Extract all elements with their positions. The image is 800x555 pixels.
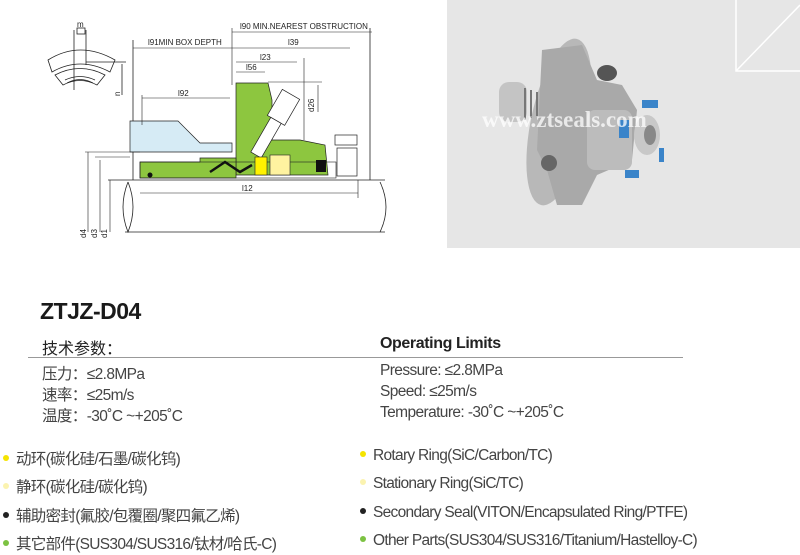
spec-temperature-cn: 温度：-30˚C ~+205˚C xyxy=(42,408,183,425)
material-stationary-ring-en: Stationary Ring(SiC/TC) xyxy=(360,475,524,493)
bullet-icon xyxy=(3,454,9,461)
spec-temperature-en: Temperature: -30˚C ~+205˚C xyxy=(380,404,564,421)
material-rotary-ring-cn: 动环(碳化硅/石墨/碳化钨) xyxy=(3,447,181,469)
seal-cross-section-diagram: l90 MIN.NEAREST OBSTRUCTION l91MIN BOX D… xyxy=(47,20,387,238)
label-l56: l56 xyxy=(246,63,257,72)
material-other-parts-en: Other Parts(SUS304/SUS316/Titanium/Haste… xyxy=(360,532,698,550)
label-l91: l91MIN BOX DEPTH xyxy=(148,38,222,47)
spec-pressure-cn: 压力：≤2.8MPa xyxy=(42,366,145,383)
label-l12: l12 xyxy=(242,184,253,193)
label-d4: d4 xyxy=(79,229,88,238)
spec-speed-en: Speed: ≤25m/s xyxy=(380,383,477,400)
label-l90: l90 MIN.NEAREST OBSTRUCTION xyxy=(240,22,368,31)
bullet-icon xyxy=(360,450,366,457)
specs-header-en: Operating Limits xyxy=(380,335,501,352)
watermark: www.ztseals.com xyxy=(482,107,647,132)
material-text: Rotary Ring(SiC/Carbon/TC) xyxy=(373,447,553,464)
label-d26: d26 xyxy=(307,98,316,112)
bullet-icon xyxy=(360,478,366,485)
material-text: 动环(碳化硅/石墨/碳化钨) xyxy=(16,451,181,468)
label-l92: l92 xyxy=(178,89,189,98)
bullet-icon xyxy=(3,511,9,518)
label-l39: l39 xyxy=(288,38,299,47)
label-n: n xyxy=(113,92,122,96)
material-text: Stationary Ring(SiC/TC) xyxy=(373,475,524,492)
bullet-icon xyxy=(360,507,366,514)
bullet-icon xyxy=(3,539,9,546)
bullet-icon xyxy=(3,482,9,489)
material-rotary-ring-en: Rotary Ring(SiC/Carbon/TC) xyxy=(360,447,553,465)
header-divider xyxy=(28,357,683,358)
material-text: 辅助密封(氟胶/包覆圈/聚四氟乙烯) xyxy=(16,508,240,525)
label-m: m xyxy=(77,20,84,29)
material-other-parts-cn: 其它部件(SUS304/SUS316/钛材/哈氏-C) xyxy=(3,532,277,554)
specs-header-cn: 技术参数： xyxy=(42,341,123,358)
spec-pressure-en: Pressure: ≤2.8MPa xyxy=(380,362,503,379)
label-d1: d1 xyxy=(100,229,109,238)
material-text: Secondary Seal(VITON/Encapsulated Ring/P… xyxy=(373,504,688,521)
spec-speed-cn: 速率：≤25m/s xyxy=(42,387,134,404)
material-text: 其它部件(SUS304/SUS316/钛材/哈氏-C) xyxy=(16,536,277,553)
material-secondary-seal-en: Secondary Seal(VITON/Encapsulated Ring/P… xyxy=(360,504,688,522)
product-render: www.ztseals.com xyxy=(482,0,800,206)
model-title: ZTJZ-D04 xyxy=(40,298,141,324)
material-text: Other Parts(SUS304/SUS316/Titanium/Haste… xyxy=(373,532,698,549)
label-d3: d3 xyxy=(90,229,99,238)
material-secondary-seal-cn: 辅助密封(氟胶/包覆圈/聚四氟乙烯) xyxy=(3,504,240,526)
material-stationary-ring-cn: 静环(碳化硅/碳化钨) xyxy=(3,475,148,497)
label-l23: l23 xyxy=(260,53,271,62)
bullet-icon xyxy=(360,535,366,542)
product-photo: www.ztseals.com xyxy=(447,0,800,248)
material-text: 静环(碳化硅/碳化钨) xyxy=(16,479,148,496)
